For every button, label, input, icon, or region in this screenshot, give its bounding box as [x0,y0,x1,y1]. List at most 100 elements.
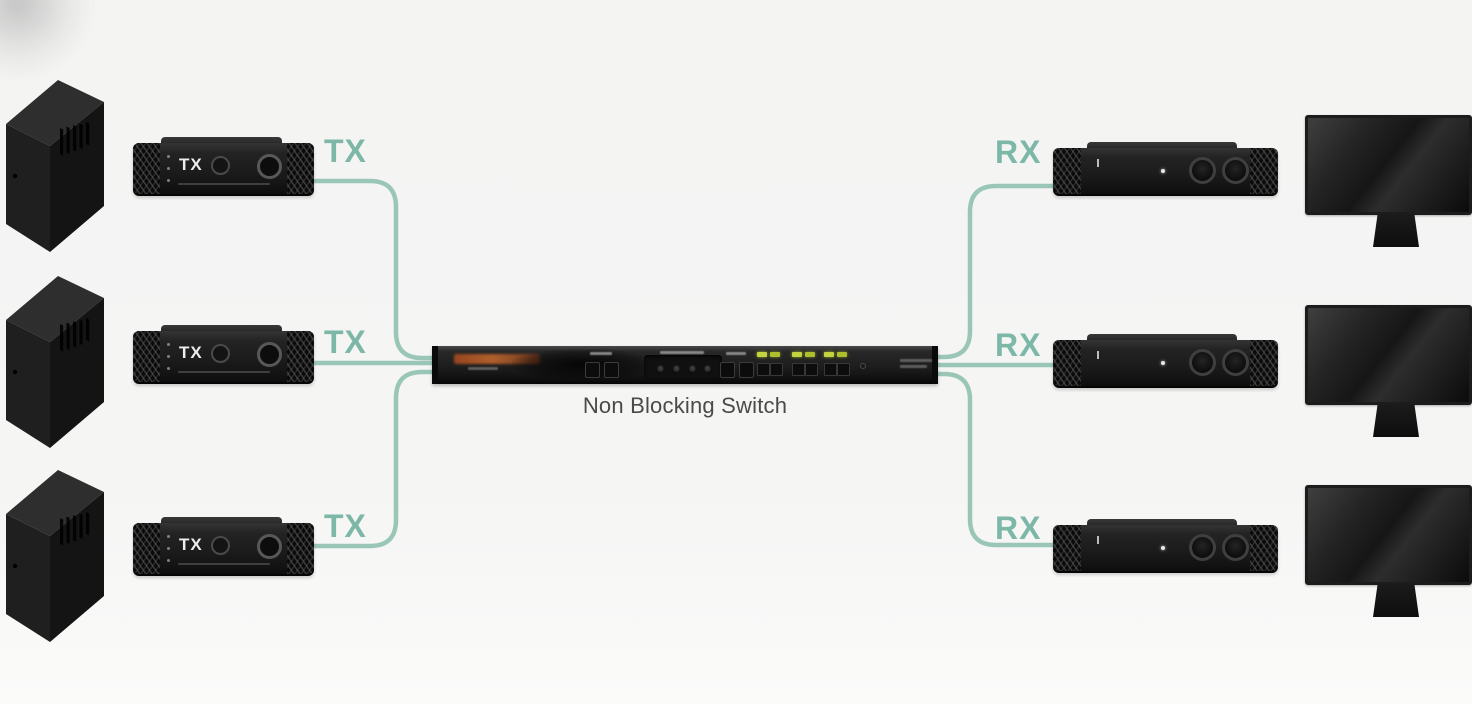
led-group3-a [824,352,834,357]
device-body [1053,148,1278,196]
reset-button-icon [211,344,230,363]
reset-button-icon [211,536,230,555]
monitor-2 [1305,305,1472,440]
led-group2-a [792,352,802,357]
led-group1-port2 [770,363,783,376]
status-led [167,179,170,182]
switch-vent-shadow [512,349,654,380]
switch-model-text-line1 [900,359,932,362]
knob-icon-1 [1189,534,1216,561]
power-button-icon [257,534,282,559]
device-body: TX [133,523,314,576]
front-tick [1097,159,1099,167]
rx-unit-1 [1053,142,1278,196]
knob-icon-2 [1222,534,1249,561]
tower-vents [60,318,90,352]
monitor-1 [1305,115,1472,250]
tx-unit-2: TX [133,325,314,384]
monitor-stand [1373,584,1419,617]
device-lid [1087,519,1237,527]
tx-panel-label: TX [179,155,203,174]
center-panel-label [660,351,704,354]
vent-mesh-left [1053,525,1081,571]
device-lid [161,137,282,146]
panel-underline [178,183,270,185]
monitor-screen [1305,305,1472,405]
vent-mesh-right [1250,525,1278,571]
led-group3-port2 [837,363,850,376]
brand-logo [454,354,540,364]
vent-mesh-right [1250,340,1278,386]
pc-tower-1 [6,80,104,252]
monitor-stand [1373,404,1419,437]
front-tick [1097,351,1099,359]
vent-mesh-left [1053,148,1081,194]
front-tick [1097,536,1099,544]
vent-mesh-left [133,523,160,574]
device-lid [1087,334,1237,342]
led-group2-b [805,352,815,357]
pc-tower-3 [6,470,104,642]
device-lid [1087,142,1237,150]
tower-vents [60,122,90,156]
panel-button-3 [689,365,696,372]
monitor-screen [1305,485,1472,585]
led-group1-b [770,352,780,357]
tower-vents [60,512,90,546]
device-lid [161,517,282,526]
port-group-b-label [726,352,746,355]
brand-logo-subtext [468,367,498,370]
status-led [167,559,170,562]
panel-underline [178,371,270,373]
reset-button-icon [211,156,230,175]
port-b2 [739,362,754,378]
vent-mesh-left [1053,340,1081,386]
cable-label-rx1: RX [995,134,1042,170]
port-a1 [585,362,600,378]
led-group2-port2 [805,363,818,376]
status-led [167,547,170,550]
cable-label-tx3: TX [324,508,367,544]
vent-mesh-right [287,331,314,382]
device-body [1053,340,1278,388]
knob-icon-2 [1222,349,1249,376]
tx-unit-1: TX [133,137,314,196]
rx-unit-3 [1053,519,1278,573]
cable-label-tx2: TX [324,324,367,360]
status-led [1161,169,1165,173]
monitor-screen [1305,115,1472,215]
cable-tx1-to-switch [310,178,436,361]
switch-endcap-right [932,346,938,384]
status-led [1161,546,1165,550]
monitor-stand [1373,214,1419,247]
switch-caption: Non Blocking Switch [582,393,788,418]
vent-mesh-left [133,331,160,382]
cable-label-rx3: RX [995,510,1042,546]
tx-panel-label: TX [179,343,203,362]
device-lid [161,325,282,334]
panel-button-2 [673,365,680,372]
vent-mesh-right [287,143,314,194]
cable-switch-to-rx1 [934,183,1056,360]
cable-switch-to-rx3 [934,371,1056,548]
monitor-3 [1305,485,1472,620]
cable-label-rx2: RX [995,327,1042,363]
panel-underline [178,563,270,565]
led-group2-port1 [792,363,805,376]
device-body [1053,525,1278,573]
switch-endcap-left [432,346,438,384]
power-button-icon [257,154,282,179]
tx-panel-label: TX [179,535,203,554]
port-group-a-label [590,352,612,355]
status-led [167,167,170,170]
tower-power-button [12,369,18,375]
device-body: TX [133,331,314,384]
tower-power-button [12,563,18,569]
vent-mesh-right [1250,148,1278,194]
power-button-icon [257,342,282,367]
status-led [167,343,170,346]
status-led [167,355,170,358]
status-led [1161,361,1165,365]
